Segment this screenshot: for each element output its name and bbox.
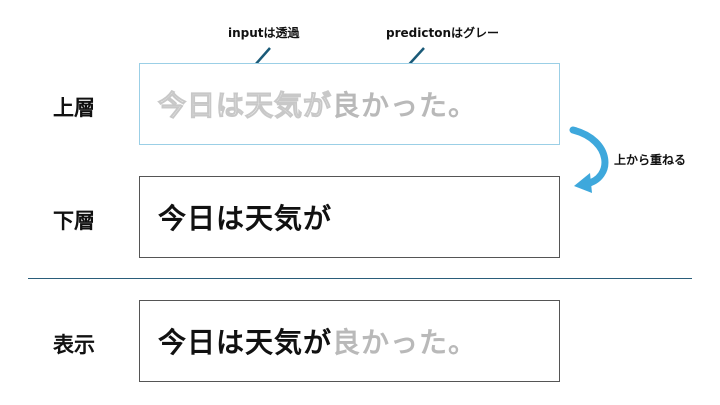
upper-layer-text: 今日は天気が良かった。 (157, 64, 478, 144)
display-input-text: 今日は天気が (158, 326, 333, 359)
curved-overlay-arrow (569, 126, 609, 193)
upper-input-text: 今日は天気が (157, 89, 333, 123)
display-label: 表示 (53, 333, 95, 357)
upper-layer-label: 上層 (53, 96, 95, 120)
display-box: 今日は天気が良かった。 (139, 300, 560, 382)
upper-layer-box: 今日は天気が良かった。 (139, 63, 560, 145)
lower-input-text: 今日は天気が (158, 202, 333, 235)
overlay-from-above-note: 上から重ねる (614, 153, 687, 167)
lower-layer-label: 下層 (53, 209, 95, 233)
input-transparent-note: inputは透過 (228, 26, 300, 40)
display-text: 今日は天気が良かった。 (158, 301, 477, 381)
prediction-gray-note: predictonはグレー (386, 26, 499, 40)
section-divider (28, 278, 692, 279)
lower-layer-text: 今日は天気が (158, 177, 332, 257)
display-prediction-text: 良かった。 (332, 326, 478, 359)
upper-prediction-text: 良かった。 (332, 89, 478, 122)
lower-layer-box: 今日は天気が (139, 176, 560, 258)
